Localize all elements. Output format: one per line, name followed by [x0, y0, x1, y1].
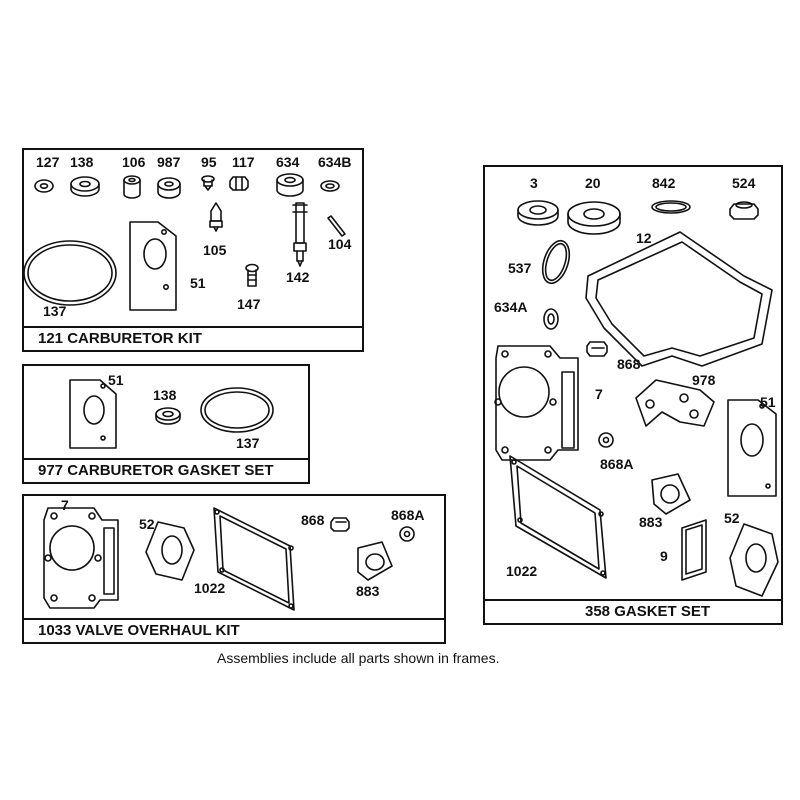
part-634b-drawing	[321, 181, 339, 191]
part-label-142: 142	[286, 269, 310, 285]
part-117-drawing	[230, 177, 248, 190]
part-label-634: 634	[276, 154, 300, 170]
assemblies-footnote: Assemblies include all parts shown in fr…	[217, 650, 500, 666]
part-label-7: 7	[61, 497, 69, 513]
part-label-52: 52	[139, 516, 155, 532]
part-634-drawing	[277, 174, 303, 196]
part-51-drawing	[130, 222, 176, 310]
part-127-drawing	[35, 180, 53, 192]
part-label-51: 51	[108, 372, 124, 388]
part-138-drawing	[71, 177, 99, 196]
part-95-drawing	[202, 176, 214, 190]
part-label-883: 883	[639, 514, 663, 530]
part-3-drawing	[518, 201, 558, 225]
part-138-drawing	[156, 408, 180, 424]
part-634a-drawing	[544, 309, 558, 329]
part-label-95: 95	[201, 154, 217, 170]
part-537-drawing	[538, 237, 574, 286]
part-9-drawing	[682, 520, 706, 580]
part-987-drawing	[158, 178, 180, 198]
part-label-868: 868	[301, 512, 325, 528]
part-label-138: 138	[153, 387, 177, 403]
part-label-105: 105	[203, 242, 227, 258]
part-label-138: 138	[70, 154, 94, 170]
part-label-137: 137	[236, 435, 260, 451]
part-147-drawing	[246, 265, 258, 287]
part-label-20: 20	[585, 175, 601, 191]
part-label-7: 7	[595, 386, 603, 402]
part-label-537: 537	[508, 260, 532, 276]
part-label-987: 987	[157, 154, 181, 170]
part-label-978: 978	[692, 372, 716, 388]
gasket-set-frame: 358 GASKET SET	[483, 165, 783, 625]
part-51-drawing	[728, 400, 776, 496]
part-1022-drawing	[214, 508, 294, 610]
part-label-1022: 1022	[506, 563, 538, 579]
part-label-106: 106	[122, 154, 146, 170]
part-20-drawing	[568, 202, 620, 234]
part-label-883: 883	[356, 583, 380, 599]
part-105-drawing	[210, 203, 222, 231]
part-137-drawing	[24, 241, 116, 305]
part-label-12: 12	[636, 230, 652, 246]
part-868-drawing	[587, 342, 607, 356]
part-label-104: 104	[328, 236, 352, 252]
part-label-51: 51	[760, 394, 776, 410]
part-label-52: 52	[724, 510, 740, 526]
part-524-drawing	[730, 202, 758, 219]
part-883-drawing	[652, 474, 690, 514]
part-label-524: 524	[732, 175, 756, 191]
part-1022-drawing	[510, 456, 606, 578]
part-label-147: 147	[237, 296, 261, 312]
part-label-634b: 634B	[318, 154, 352, 170]
part-868-drawing	[331, 518, 349, 531]
part-137-drawing	[201, 388, 273, 432]
part-7-drawing	[495, 346, 578, 460]
carburetor-kit-frame: 121 CARBURETOR KIT	[22, 148, 364, 352]
part-51-drawing	[70, 380, 116, 448]
carburetor-gasket-set-title: 977 CARBURETOR GASKET SET	[24, 458, 308, 482]
part-52-drawing	[146, 522, 194, 580]
part-106-drawing	[124, 176, 140, 198]
part-label-127: 127	[36, 154, 60, 170]
part-142-drawing	[293, 203, 307, 266]
part-978-drawing	[636, 380, 714, 426]
part-label-842: 842	[652, 175, 676, 191]
part-label-117: 117	[232, 154, 255, 170]
part-label-868: 868	[617, 356, 641, 372]
gasket-set-title: 358 GASKET SET	[485, 599, 781, 623]
part-12-drawing	[586, 232, 772, 366]
part-label-868a: 868A	[600, 456, 634, 472]
part-7-drawing	[44, 508, 118, 608]
part-label-137: 137	[43, 303, 67, 319]
part-883-drawing	[358, 542, 392, 580]
part-label-9: 9	[660, 548, 668, 564]
part-842-drawing	[652, 201, 690, 213]
carburetor-kit-title: 121 CARBURETOR KIT	[24, 326, 362, 350]
valve-overhaul-kit-title: 1033 VALVE OVERHAUL KIT	[24, 618, 444, 642]
part-868a-drawing	[400, 527, 414, 541]
part-868a-drawing	[599, 433, 613, 447]
part-label-634a: 634A	[494, 299, 528, 315]
part-label-868a: 868A	[391, 507, 425, 523]
part-label-1022: 1022	[194, 580, 226, 596]
part-label-3: 3	[530, 175, 538, 191]
part-104-drawing	[328, 216, 345, 236]
part-52-drawing	[730, 524, 778, 596]
part-label-51: 51	[190, 275, 206, 291]
